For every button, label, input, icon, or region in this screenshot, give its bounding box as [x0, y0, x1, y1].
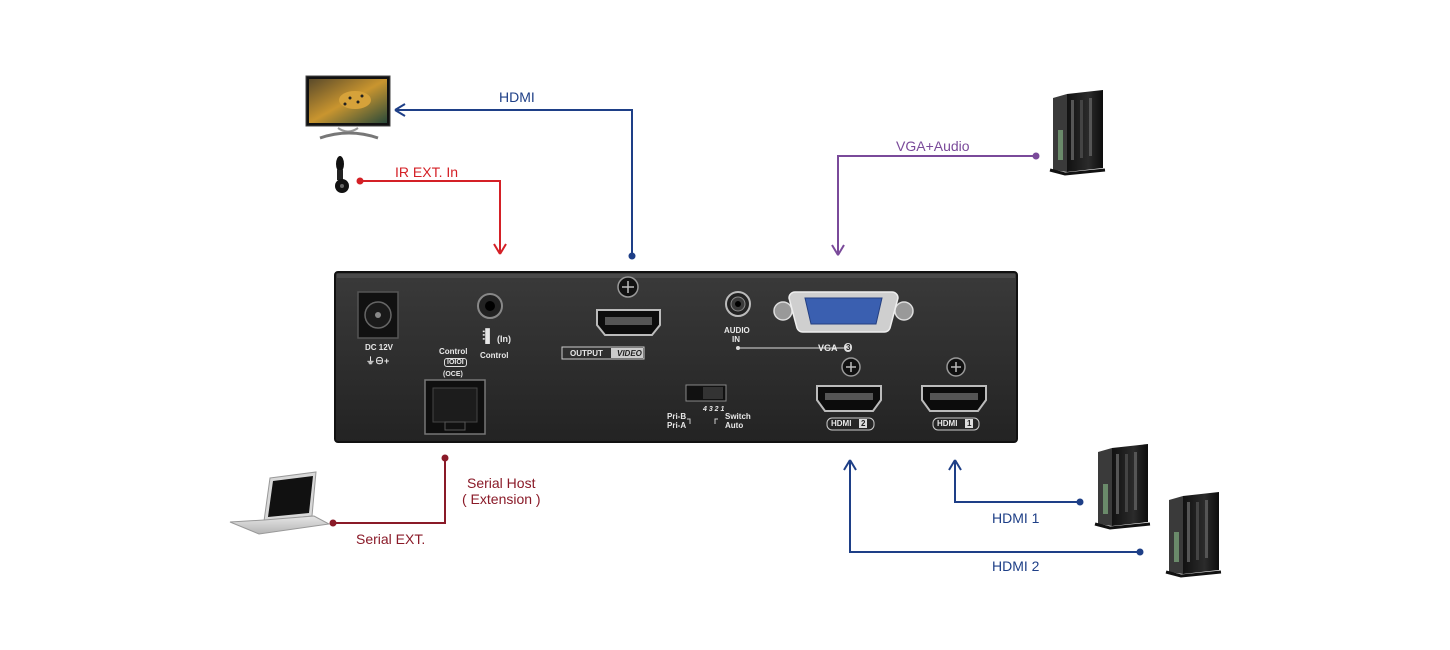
video-label: VIDEO — [617, 349, 642, 358]
hdmi-output-connection — [394, 103, 636, 260]
hdmi1-label: HDMI 1 — [992, 510, 1040, 526]
control-top-label: Control — [439, 347, 468, 356]
audio-in-jack — [725, 291, 751, 317]
hdmi-output-port — [596, 276, 661, 336]
control-port-icon: IOIOI — [444, 358, 467, 367]
output-label: OUTPUT — [570, 349, 603, 358]
switch-label: Switch — [725, 412, 751, 421]
hdmi2-panel-label: HDMI — [831, 419, 852, 428]
output-video-label-box — [561, 346, 645, 360]
hdmi2-panel-number: 2 — [859, 419, 868, 428]
ir-connection — [356, 177, 507, 255]
audio-in-label: IN — [732, 335, 740, 344]
ir-receiver-icon — [335, 156, 349, 193]
auto-label: Auto — [725, 421, 744, 430]
laptop-icon — [229, 471, 331, 535]
ir-ext-in-label: IR EXT. In — [395, 164, 459, 180]
vga-audio-label: VGA+Audio — [896, 138, 970, 154]
dc-12v-label: DC 12V — [365, 343, 394, 352]
hdmi1-input-port — [921, 357, 987, 431]
ir-control-label: Control — [480, 351, 509, 360]
ir-in-label: (In) — [497, 334, 511, 344]
hdmi2-label: HDMI 2 — [992, 558, 1040, 574]
audio-label: AUDIO — [724, 326, 750, 335]
serial-connection — [329, 454, 449, 527]
tower-pc-icon-hdmi2 — [1165, 492, 1222, 578]
vga-number-badge: 3 — [844, 343, 853, 352]
hdmi2-input-port — [816, 357, 882, 431]
control-oce-label: (OCE) — [443, 371, 463, 378]
dip-switch — [685, 384, 727, 424]
ir-emitter-icon: ⫶▌ — [482, 328, 495, 343]
hdmi1-panel-label: HDMI — [937, 419, 958, 428]
vga-label: VGA — [818, 343, 838, 353]
video-label-fill — [611, 348, 643, 358]
serial-host-label: Serial Host — [467, 475, 536, 491]
dc-polarity-symbol: ⏚⊖+ — [366, 356, 390, 366]
serial-host-extension-label: ( Extension ) — [462, 491, 541, 507]
tower-pc-icon-vga — [1049, 90, 1106, 176]
serial-rj45-port — [424, 379, 486, 435]
vga-input-port — [773, 291, 914, 333]
hdmi1-connection — [948, 459, 1084, 506]
dip-switch-numbers: 4 3 2 1 — [703, 406, 725, 413]
hdmi2-connection — [843, 459, 1144, 556]
hdmi1-panel-number: 1 — [965, 419, 974, 428]
pri-b-label: Pri-B — [667, 412, 687, 421]
hdmi-output-label: HDMI — [499, 89, 535, 105]
monitor-icon — [305, 75, 391, 140]
vga-audio-connection — [831, 152, 1040, 256]
dc-power-jack — [357, 291, 399, 339]
tower-pc-icon-hdmi1 — [1094, 444, 1151, 530]
pri-a-label: Pri-A — [667, 421, 687, 430]
serial-ext-label: Serial EXT. — [356, 531, 426, 547]
ir-control-jack — [477, 293, 503, 319]
